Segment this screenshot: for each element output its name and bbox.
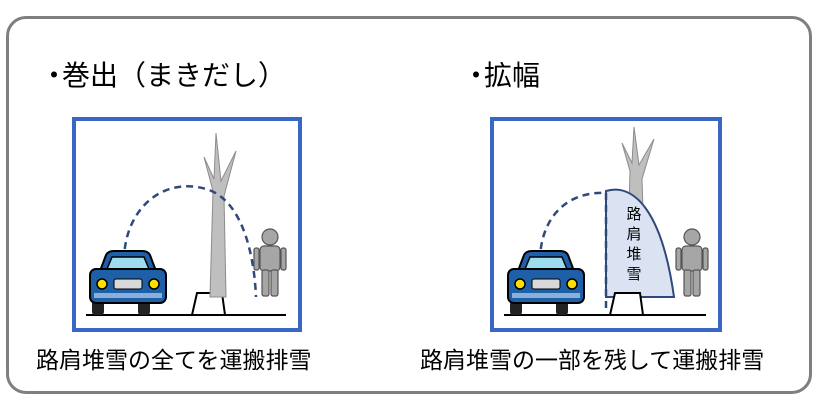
- tree-icon: [203, 132, 237, 298]
- snow-label-2: 肩: [626, 225, 641, 243]
- car-icon: [89, 250, 167, 315]
- right-diagram-panel: 路 肩 堆 雪: [490, 117, 722, 332]
- snow-pile-icon: [605, 188, 676, 298]
- person-icon: [253, 228, 287, 297]
- person-icon: [675, 228, 709, 297]
- right-title: 拡幅: [484, 59, 541, 92]
- right-heading: ・拡幅: [462, 62, 540, 90]
- left-diagram-panel: [72, 117, 302, 332]
- left-heading: ・巻出（まきだし）: [40, 62, 286, 90]
- right-caption: 路肩堆雪の一部を残して運搬排雪: [420, 348, 765, 374]
- curb-icon: [608, 292, 645, 316]
- car-icon: [507, 250, 585, 315]
- snow-label-4: 雪: [626, 265, 641, 283]
- right-bullet: ・: [462, 59, 491, 92]
- left-title: 巻出（まきだし）: [62, 59, 287, 92]
- throw-arc-icon: [538, 191, 607, 262]
- throw-arc-icon: [122, 185, 258, 298]
- left-diagram: [86, 132, 287, 316]
- right-diagram: 路 肩 堆 雪: [504, 126, 709, 316]
- left-caption: 路肩堆雪の全てを運搬排雪: [36, 348, 312, 374]
- snow-label-3: 堆: [626, 245, 641, 263]
- snow-label-1: 路: [626, 205, 641, 223]
- left-bullet: ・: [40, 59, 69, 92]
